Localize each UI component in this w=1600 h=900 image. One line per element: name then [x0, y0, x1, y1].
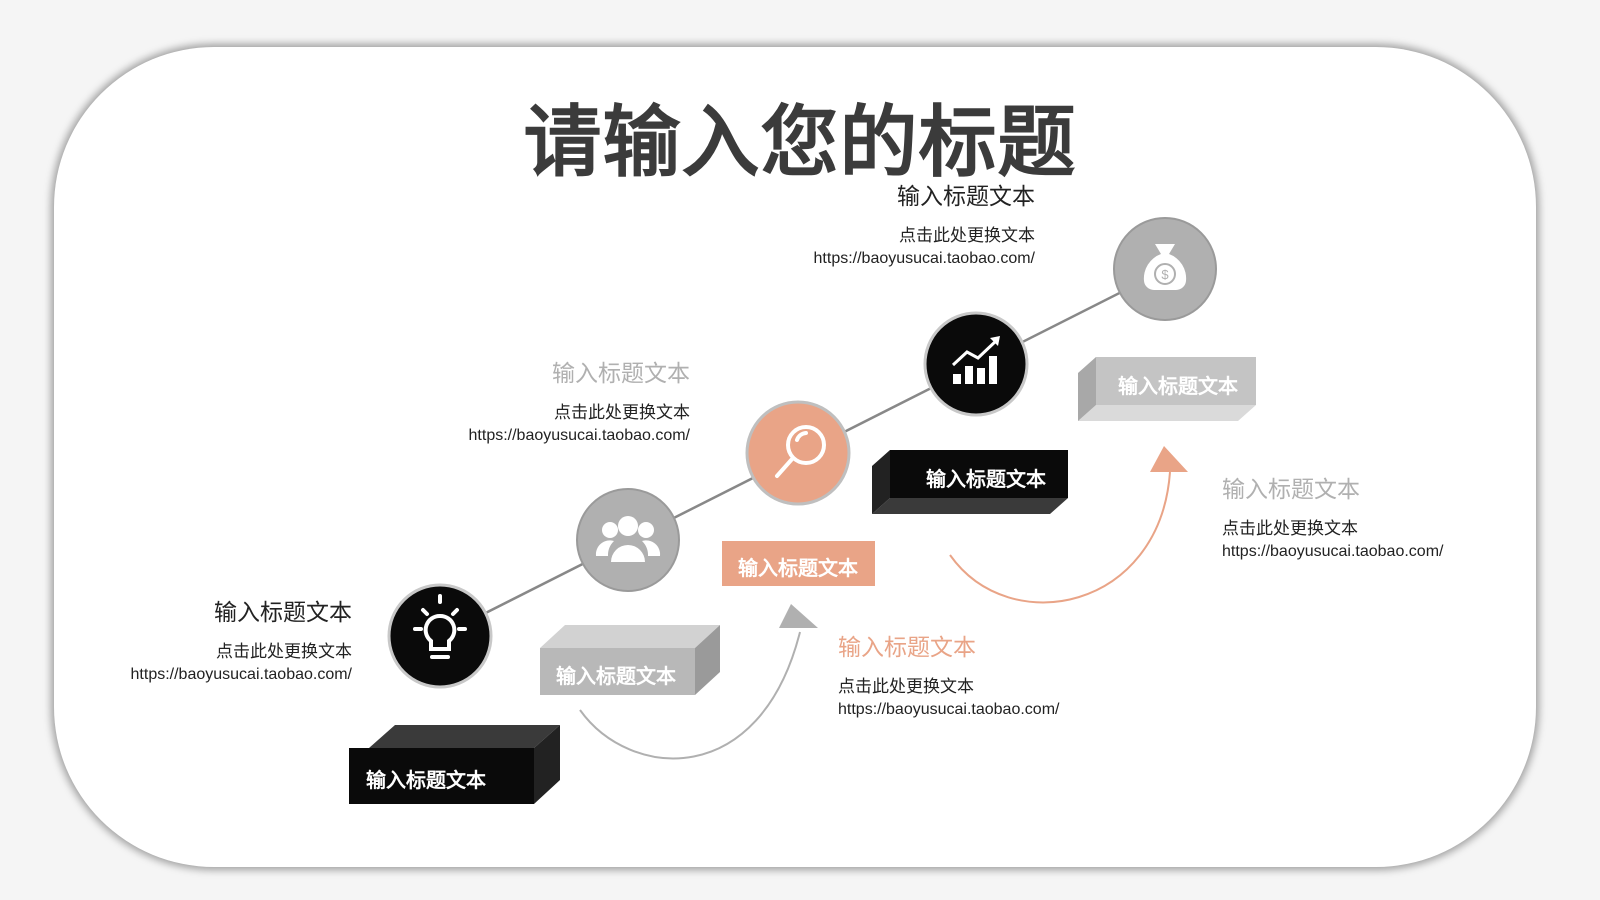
block-2: [540, 625, 720, 695]
step-4-heading: 输入标题文本: [897, 183, 1035, 209]
step-3-node: [745, 400, 851, 506]
curve-arrow-1: [579, 631, 801, 760]
step-1-url: https://baoyusucai.taobao.com/: [130, 666, 352, 683]
step-5-url: https://baoyusucai.taobao.com/: [1222, 543, 1444, 560]
step-3-text: 输入标题文本 点击此处更换文本 https://baoyusucai.taoba…: [838, 628, 1059, 719]
block-4: [872, 450, 1068, 514]
step-3-heading: 输入标题文本: [838, 634, 976, 660]
step-4-block-label: 输入标题文本: [926, 469, 1046, 491]
magnifier-icon: [775, 425, 826, 478]
step-2-block-label: 输入标题文本: [556, 666, 676, 688]
curve-arrow-1-head: [779, 604, 818, 628]
step-4-node: [923, 311, 1029, 417]
step-1-block-label: 输入标题文本: [366, 770, 486, 792]
block-1: [349, 725, 560, 804]
step-2-desc: 点击此处更换文本: [554, 403, 690, 422]
step-5-block-label: 输入标题文本: [1118, 376, 1238, 398]
curve-arrow-2: [949, 471, 1171, 604]
svg-text:$: $: [1161, 267, 1169, 282]
people-icon: [595, 516, 661, 562]
step-1-text: 输入标题文本 点击此处更换文本 https://baoyusucai.taoba…: [131, 593, 352, 684]
step-4-url: https://baoyusucai.taobao.com/: [813, 250, 1035, 267]
step-1-desc: 点击此处更换文本: [216, 642, 352, 661]
step-3-block-label: 输入标题文本: [738, 558, 858, 580]
lightbulb-icon: [413, 594, 467, 659]
step-5-heading: 输入标题文本: [1222, 476, 1360, 502]
page-title: 请输入您的标题: [523, 98, 1077, 186]
step-3-url: https://baoyusucai.taobao.com/: [838, 701, 1060, 718]
step-3-desc: 点击此处更换文本: [838, 677, 974, 696]
step-2-heading: 输入标题文本: [552, 360, 690, 386]
block-5: [1078, 357, 1256, 421]
step-4-text: 输入标题文本 点击此处更换文本 https://baoyusucai.taoba…: [814, 177, 1035, 268]
step-5-text: 输入标题文本 点击此处更换文本 https://baoyusucai.taoba…: [1222, 470, 1443, 561]
step-2-url: https://baoyusucai.taobao.com/: [468, 427, 690, 444]
curve-arrow-2-head: [1150, 446, 1188, 472]
money-bag-icon: $: [1143, 244, 1187, 291]
step-1-heading: 输入标题文本: [214, 599, 352, 625]
growth-chart-icon: [951, 336, 1000, 384]
step-4-desc: 点击此处更换文本: [899, 226, 1035, 245]
step-1-node: [387, 583, 493, 689]
step-2-text: 输入标题文本 点击此处更换文本 https://baoyusucai.taoba…: [469, 354, 690, 445]
block-3: [722, 541, 875, 586]
step-5-desc: 点击此处更换文本: [1222, 519, 1358, 538]
step-2-node: [576, 488, 680, 592]
